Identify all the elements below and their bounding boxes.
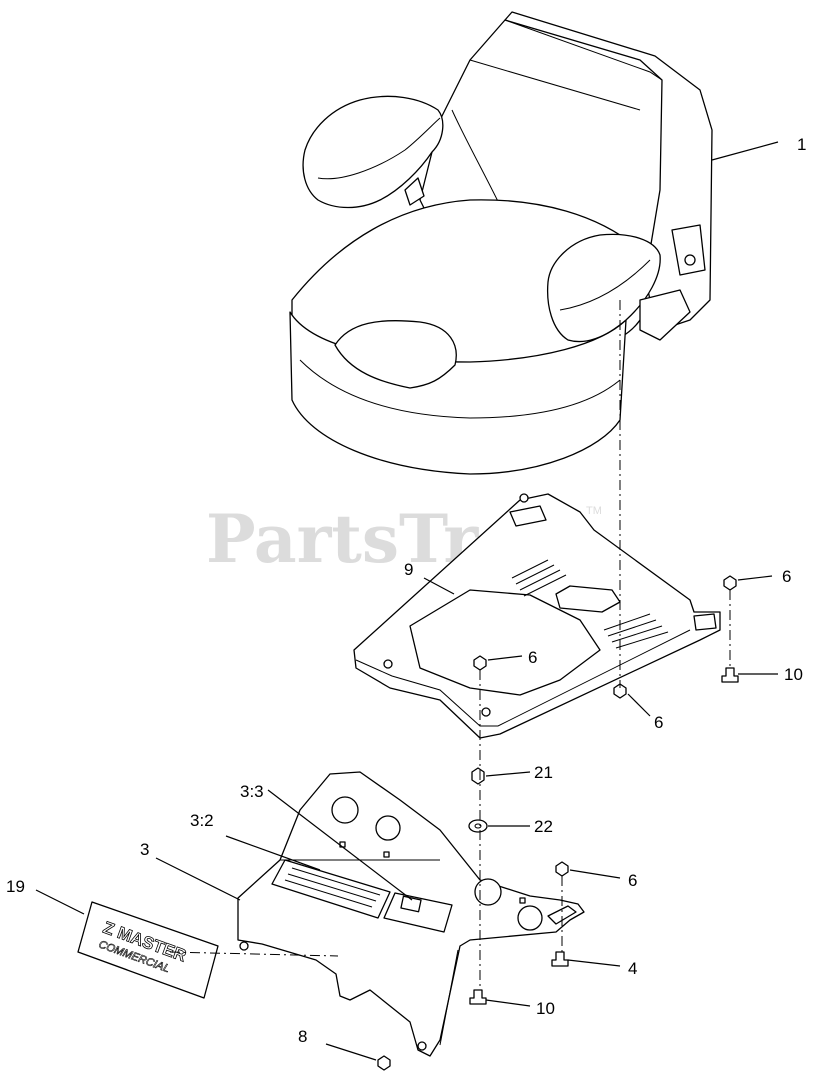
nut-21 xyxy=(471,767,485,785)
decal-3-3 xyxy=(383,892,453,933)
callout-10-right: 10 xyxy=(784,665,803,684)
callout-21: 21 xyxy=(534,763,553,782)
leader-lines xyxy=(35,141,779,1061)
z-master-decal[interactable]: Z MASTER COMMERCIAL xyxy=(77,901,219,999)
callout-6-deck: 6 xyxy=(628,871,637,890)
callout-1: 1 xyxy=(797,135,806,154)
hardware[interactable] xyxy=(377,575,739,1071)
callout-6-center: 6 xyxy=(528,648,537,667)
callout-9: 9 xyxy=(404,560,413,579)
trademark-mark: TM xyxy=(586,505,602,517)
nut-6-center xyxy=(473,655,487,671)
seat-support-bracket[interactable] xyxy=(237,771,585,1057)
callout-19: 19 xyxy=(6,877,25,896)
callout-10-lower: 10 xyxy=(536,999,555,1018)
seat-assembly[interactable] xyxy=(289,11,713,475)
bolt-10-lower xyxy=(469,989,487,1005)
callout-8: 8 xyxy=(298,1027,307,1046)
bolt-4 xyxy=(551,951,569,967)
seat-mount-plate[interactable] xyxy=(353,493,721,739)
assembly-lines xyxy=(169,300,731,990)
callout-3-3: 3:3 xyxy=(240,782,264,801)
callout-4: 4 xyxy=(628,959,637,978)
washer-22 xyxy=(468,819,488,833)
callout-6-right: 6 xyxy=(782,567,791,586)
nut-6-right xyxy=(723,575,737,591)
nut-6-deck xyxy=(555,861,569,877)
callout-3-2: 3:2 xyxy=(190,811,214,830)
bolt-10-right xyxy=(721,667,739,683)
nut-8 xyxy=(377,1055,391,1071)
callout-6-lower: 6 xyxy=(654,713,663,732)
callout-3: 3 xyxy=(140,840,149,859)
callout-22: 22 xyxy=(534,817,553,836)
